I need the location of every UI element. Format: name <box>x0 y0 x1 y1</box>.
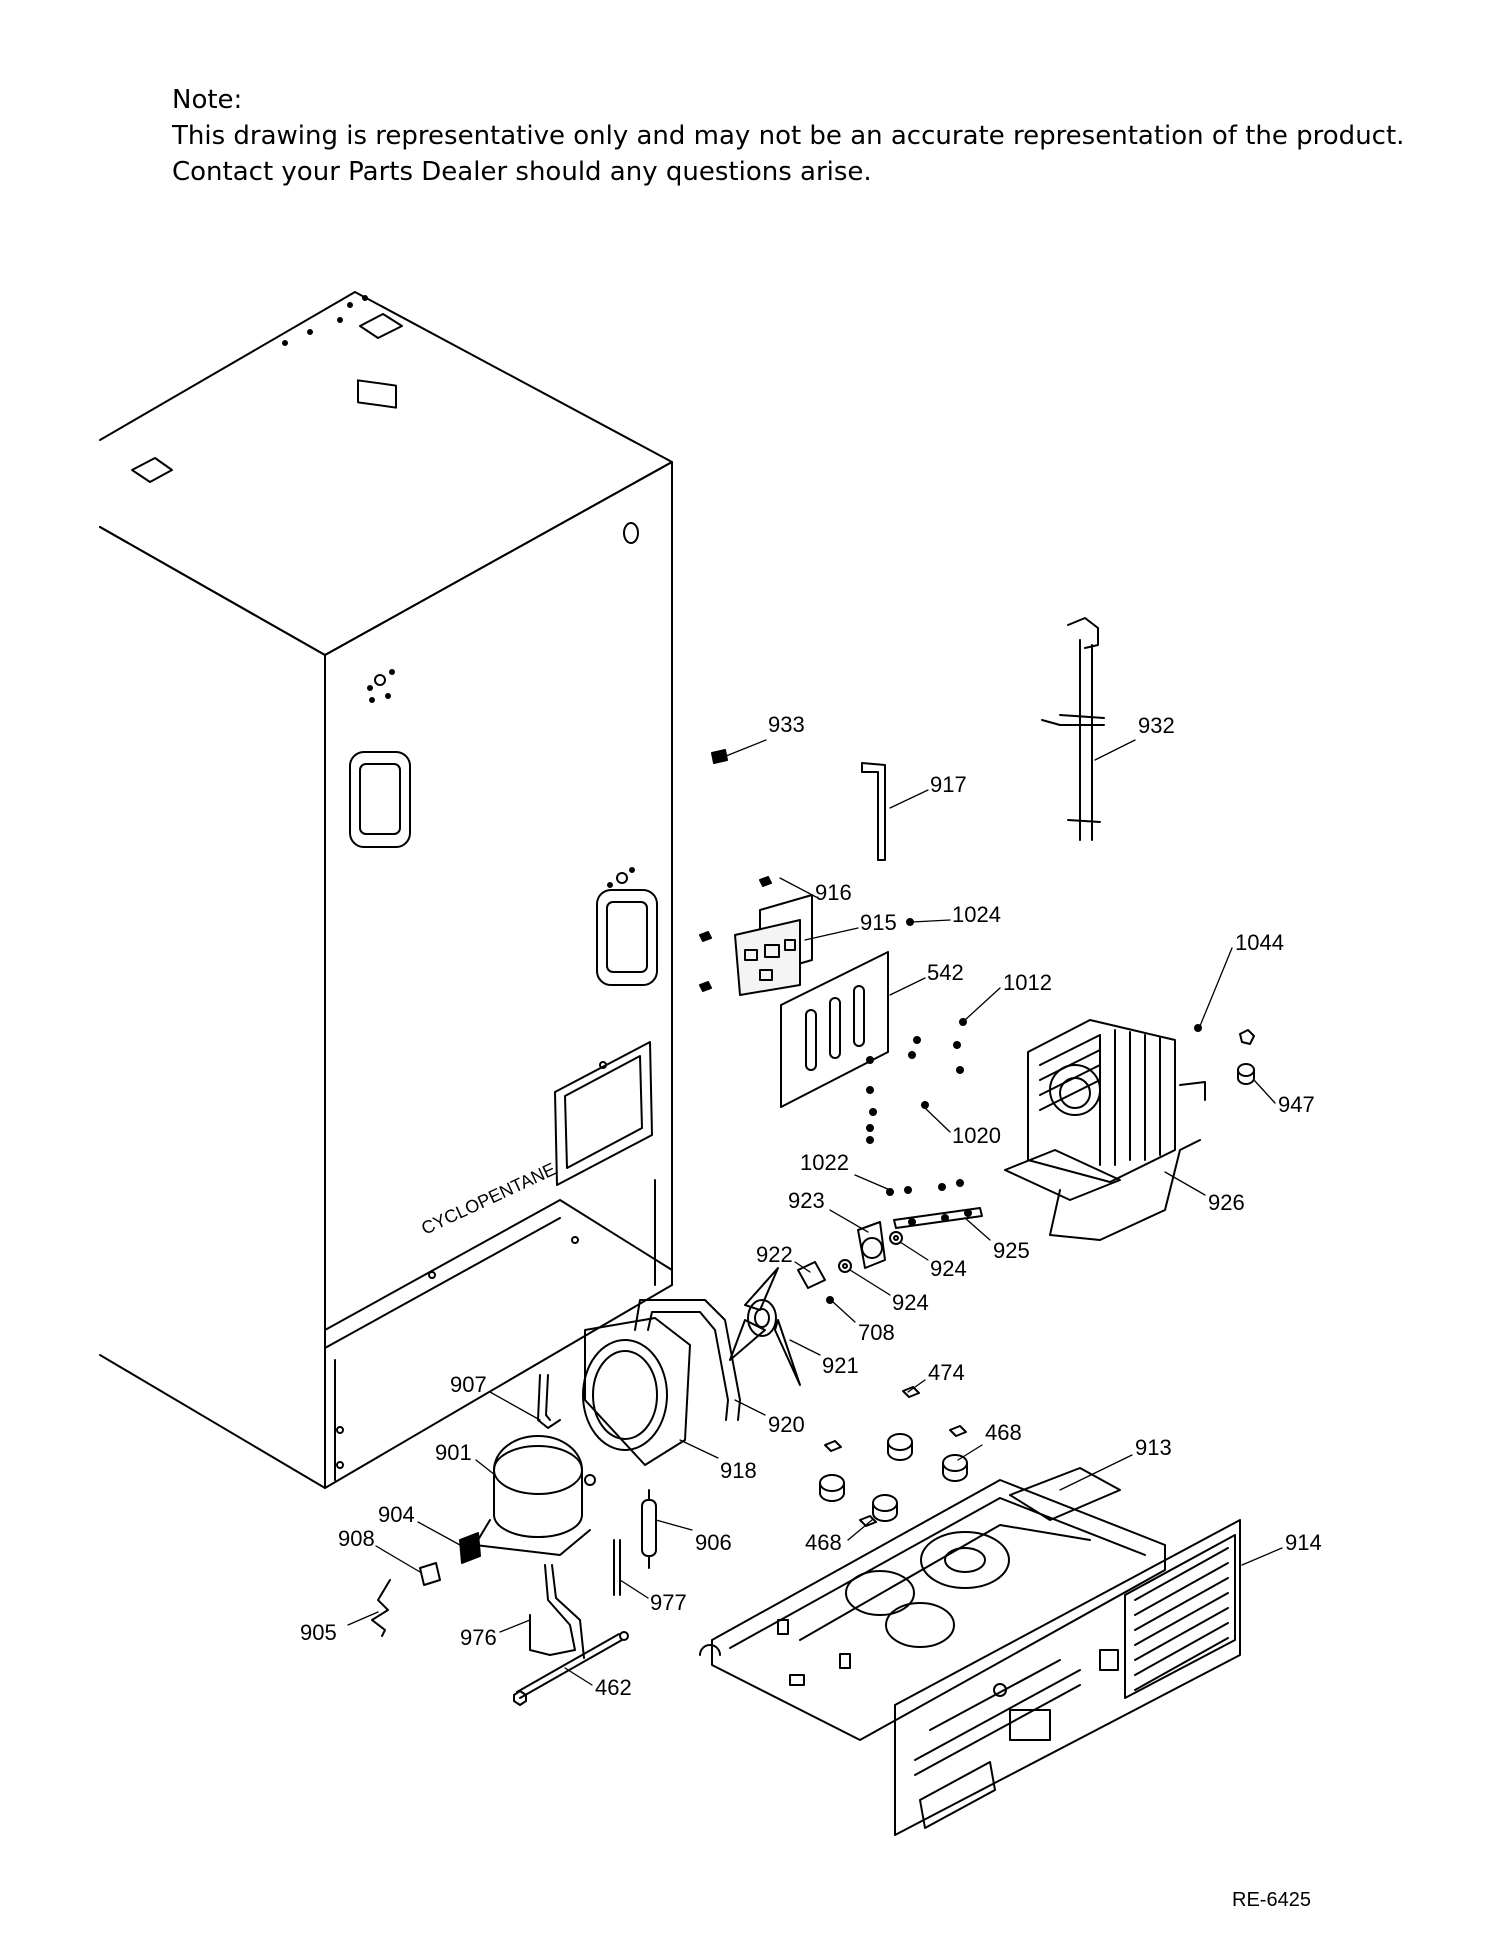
callout-1020: 1020 <box>952 1123 1001 1148</box>
callout-468-lower: 468 <box>805 1530 842 1555</box>
part-908-overload <box>419 1562 441 1586</box>
callout-918: 918 <box>720 1458 757 1483</box>
part-932-tubing <box>1041 617 1105 841</box>
part-924-grommet <box>838 1231 903 1273</box>
callout-708: 708 <box>858 1320 895 1345</box>
callout-916: 916 <box>815 880 852 905</box>
disclaimer-note: Note: This drawing is representative onl… <box>172 82 1404 190</box>
part-933-clip <box>711 749 728 764</box>
part-901-compressor <box>474 1435 596 1556</box>
part-977-tube <box>613 1539 621 1596</box>
callout-1012: 1012 <box>1003 970 1052 995</box>
part-468-grommets <box>819 1433 968 1522</box>
callout-907: 907 <box>450 1372 487 1397</box>
callout-915: 915 <box>860 910 897 935</box>
callout-542: 542 <box>927 960 964 985</box>
part-914-rear-cover <box>894 1519 1241 1836</box>
reference-code: RE-6425 <box>1232 1889 1311 1911</box>
callout-923: 923 <box>788 1188 825 1213</box>
callout-906: 906 <box>695 1530 732 1555</box>
leader-lines <box>347 739 1283 1686</box>
callout-926: 926 <box>1208 1190 1245 1215</box>
callout-913: 913 <box>1135 1435 1172 1460</box>
callout-925: 925 <box>993 1238 1030 1263</box>
callout-933: 933 <box>768 712 805 737</box>
callout-905: 905 <box>300 1620 337 1645</box>
part-923-fan-motor <box>857 1221 886 1269</box>
callout-labels: 933 932 917 916 915 1024 542 1012 1044 9… <box>300 712 1322 1700</box>
part-474-clips <box>824 1386 967 1527</box>
part-976-tube <box>529 1564 585 1659</box>
callout-917: 917 <box>930 772 967 797</box>
callout-1044: 1044 <box>1235 930 1284 955</box>
part-922-clip <box>797 1261 826 1289</box>
part-916-screws <box>699 876 772 992</box>
callout-908: 908 <box>338 1526 375 1551</box>
callout-1024: 1024 <box>952 902 1001 927</box>
part-904-relay <box>459 1532 481 1564</box>
callout-947: 947 <box>1278 1092 1315 1117</box>
part-542-cover <box>780 951 889 1108</box>
part-906-drier <box>641 1489 657 1569</box>
callout-468-upper: 468 <box>985 1420 1022 1445</box>
callout-474: 474 <box>928 1360 965 1385</box>
part-926-condenser <box>1004 1019 1206 1241</box>
part-921-fan-blade <box>729 1267 801 1386</box>
part-917-harness <box>861 762 886 861</box>
part-947-grommets <box>1237 1029 1255 1085</box>
fasteners <box>866 918 1202 1196</box>
callout-462: 462 <box>595 1675 632 1700</box>
part-920-tube <box>634 1299 741 1421</box>
callout-920: 920 <box>768 1412 805 1437</box>
refrigerator-cabinet <box>99 291 673 1489</box>
part-913-base-pan <box>699 1467 1166 1741</box>
cabinet-marking: CYCLOPENTANE <box>418 1159 559 1239</box>
part-915-control-board <box>734 894 813 996</box>
callout-921: 921 <box>822 1353 859 1378</box>
part-907-tube <box>537 1374 561 1429</box>
note-line-1: This drawing is representative only and … <box>172 121 1405 151</box>
callout-904: 904 <box>378 1502 415 1527</box>
callout-1022: 1022 <box>800 1150 849 1175</box>
part-462-rod <box>513 1631 629 1706</box>
callout-932: 932 <box>1138 713 1175 738</box>
note-line-2: Contact your Parts Dealer should any que… <box>172 157 872 187</box>
part-925-bracket <box>893 1207 983 1229</box>
callout-914: 914 <box>1285 1530 1322 1555</box>
part-918-fan-shroud <box>582 1317 691 1466</box>
callout-977: 977 <box>650 1590 687 1615</box>
note-heading: Note: <box>172 85 243 115</box>
callout-924-lower: 924 <box>892 1290 929 1315</box>
callout-922: 922 <box>756 1242 793 1267</box>
part-708-screw <box>826 1296 834 1304</box>
callout-924-upper: 924 <box>930 1256 967 1281</box>
callout-901: 901 <box>435 1440 472 1465</box>
part-905-wire <box>371 1579 391 1637</box>
callout-976: 976 <box>460 1625 497 1650</box>
